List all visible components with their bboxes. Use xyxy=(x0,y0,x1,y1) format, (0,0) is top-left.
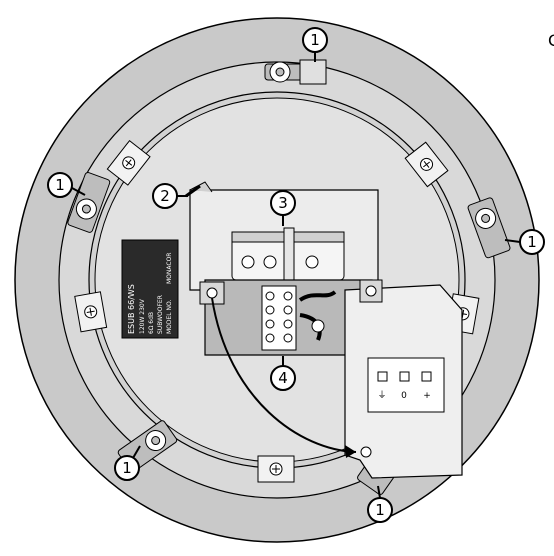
svg-text:4: 4 xyxy=(278,369,288,387)
rating-label-line-1: 120W 230V xyxy=(139,298,146,334)
svg-text:1: 1 xyxy=(122,459,132,477)
svg-text:1: 1 xyxy=(527,233,537,251)
ground-wire-arrowhead xyxy=(345,445,356,458)
clamp-right xyxy=(467,197,511,259)
callout-1-top: 1 xyxy=(302,27,328,62)
clamp-top xyxy=(264,59,327,85)
corner-mark: C xyxy=(548,31,554,50)
callout-1-bottom-right: 1 xyxy=(367,485,393,523)
svg-text:3: 3 xyxy=(278,194,288,212)
rating-label-line-4: MODEL NO. xyxy=(166,299,173,334)
svg-text:1: 1 xyxy=(55,176,65,194)
svg-text:1: 1 xyxy=(310,31,320,49)
callout-2: 2 xyxy=(152,183,188,209)
svg-text:2: 2 xyxy=(160,187,170,205)
terminal-label-ground: ⏚ xyxy=(377,390,386,401)
callout-1-left: 1 xyxy=(47,172,86,198)
bracket xyxy=(231,227,345,283)
terminal-label-zero: 0 xyxy=(401,391,407,401)
callout-1-bottom-left: 1 xyxy=(114,445,141,481)
rating-label: ESUB 66/WS 120W 230V 6Ω 6dB SUBWOOFER MO… xyxy=(121,239,179,339)
callout-3: 3 xyxy=(270,190,296,226)
callout-1-right: 1 xyxy=(504,229,545,255)
rating-label-line-3: SUBWOOFER xyxy=(157,295,164,334)
ground-wire xyxy=(211,297,357,453)
terminal-label-plus: + xyxy=(423,391,431,401)
rating-label-model: ESUB 66/WS xyxy=(127,284,136,334)
callout-4: 4 xyxy=(270,356,296,391)
terminal-housing xyxy=(199,279,373,356)
clamp-left xyxy=(67,172,111,233)
connector-panel: ⏚ 0 + xyxy=(344,279,463,479)
rating-label-brand: MONACOR xyxy=(166,253,173,284)
rating-label-line-2: 6Ω 6dB xyxy=(148,312,155,334)
svg-text:1: 1 xyxy=(375,501,385,519)
